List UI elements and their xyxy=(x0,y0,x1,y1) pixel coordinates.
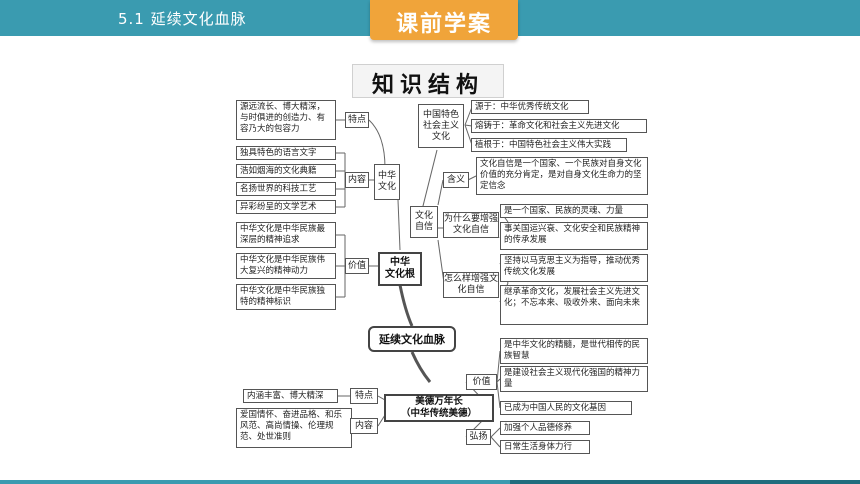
confidence-why-label: 为什么要增强文化自信 xyxy=(443,212,499,238)
tab-label: 课前学案 xyxy=(395,12,492,37)
footer-accent xyxy=(510,480,860,484)
center-node: 延续文化血脉 xyxy=(368,326,456,352)
confidence-meaning-label: 含义 xyxy=(443,172,469,188)
virtue-title: 美德万年长 （中华传统美德） xyxy=(384,394,494,422)
confidence-how-1: 坚持以马克思主义为指导，推动优秀传统文化发展 xyxy=(500,254,648,282)
confidence-meaning-text: 文化自信是一个国家、一个民族对自身文化价值的充分肯定，是对自身文化生命力的坚定信… xyxy=(476,157,648,195)
lesson-title: 5.1 延续文化血脉 xyxy=(118,10,247,28)
footer-rule xyxy=(0,480,860,484)
virtue-features-label: 特点 xyxy=(350,388,378,404)
zhonghua-features-text: 源远流长、博大精深，与时俱进的创造力、有容乃大的包容力 xyxy=(236,100,336,140)
zhonghua-title: 中华 文化 xyxy=(374,164,400,200)
socialist-item-2: 熔铸于：革命文化和社会主义先进文化 xyxy=(471,119,647,133)
virtue-content-text: 爱国情怀、奋进品格、和乐风范、高尚情操、伦理规范、处世准则 xyxy=(236,408,352,448)
lesson-tab[interactable]: 课前学案 xyxy=(370,0,518,40)
confidence-title: 文化 自信 xyxy=(410,206,438,238)
confidence-how-2: 继承革命文化，发展社会主义先进文化；不忘本来、吸收外来、面向未来 xyxy=(500,285,648,325)
zhonghua-value-2: 中华文化是中华民族伟大复兴的精神动力 xyxy=(236,253,336,279)
zhonghua-value-3: 中华文化是中华民族独特的精神标识 xyxy=(236,284,336,310)
virtue-value-2: 是建设社会主义现代化强国的精神力量 xyxy=(500,366,648,392)
zhonghua-content-1: 独具特色的语言文字 xyxy=(236,146,336,160)
zhonghua-content-label: 内容 xyxy=(345,172,369,188)
virtue-promote-label: 弘扬 xyxy=(466,429,491,445)
virtue-features-text: 内涵丰富、博大精深 xyxy=(243,389,338,403)
socialist-item-1: 源于：中华优秀传统文化 xyxy=(471,100,589,114)
confidence-why-2: 事关国运兴衰、文化安全和民族精神的传承发展 xyxy=(500,222,648,250)
knowledge-structure-banner: 知识结构 xyxy=(352,64,504,98)
virtue-promote-2: 日常生活身体力行 xyxy=(500,440,590,454)
zhonghua-content-2: 浩如烟海的文化典籍 xyxy=(236,164,336,178)
zhonghua-value-1: 中华文化是中华民族最深层的精神追求 xyxy=(236,222,336,248)
confidence-why-1: 是一个国家、民族的灵魂、力量 xyxy=(500,204,648,218)
virtue-value-label: 价值 xyxy=(466,374,497,390)
zhonghua-features-label: 特点 xyxy=(345,112,369,128)
virtue-content-label: 内容 xyxy=(350,418,378,434)
zhonghua-value-label: 价值 xyxy=(345,258,369,274)
zhonghua-content-3: 名扬世界的科技工艺 xyxy=(236,182,336,196)
zhonghua-content-4: 异彩纷呈的文学艺术 xyxy=(236,200,336,214)
confidence-how-label: 怎么样增强文化自信 xyxy=(443,272,499,298)
virtue-value-1: 是中华文化的精髓，是世代相传的民族智慧 xyxy=(500,338,648,364)
socialist-title: 中国特色 社会主义 文化 xyxy=(418,104,464,148)
socialist-item-3: 植根于：中国特色社会主义伟大实践 xyxy=(471,138,627,152)
virtue-value-3: 已成为中国人民的文化基因 xyxy=(500,401,632,415)
banner-title: 知识结构 xyxy=(371,72,484,98)
root-node: 中华 文化根 xyxy=(378,252,422,286)
virtue-promote-1: 加强个人品德修养 xyxy=(500,421,590,435)
